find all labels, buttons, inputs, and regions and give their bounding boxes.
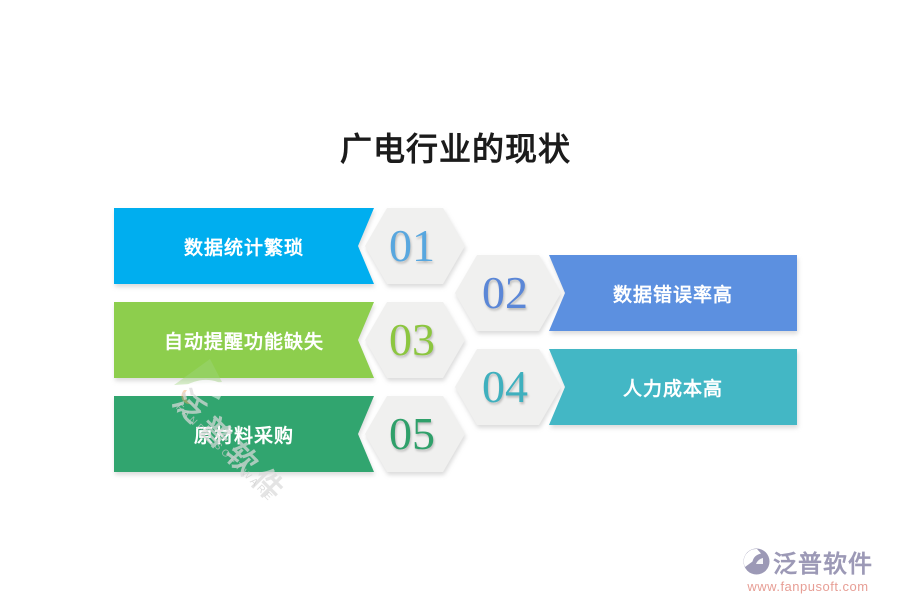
item-number: 03 [389,314,435,365]
item-number: 05 [389,408,435,459]
flow-item-2: 02 数据错误率高 [0,255,900,331]
item-label: 数据统计繁琐 [183,237,304,259]
flow-item-4: 04 人力成本高 [0,349,900,425]
item-label: 数据错误率高 [612,284,733,306]
fanpu-logo-icon [743,548,770,575]
item-banner-wrap: 原材料采购 [114,396,374,472]
item-number-badge: 04 [455,349,561,425]
item-banner: 自动提醒功能缺失 [114,302,374,378]
item-number-badge-wrap: 03 [365,302,465,378]
footer-brand-text: 泛普软件 [773,551,873,578]
item-number-badge: 05 [365,396,465,472]
footer-url-text: www.fanpusoft.com [747,579,869,594]
watermark-leaf-icon [174,359,226,405]
item-number: 01 [389,220,435,271]
page-title: 广电行业的现状 [339,131,571,167]
item-banner-wrap: 人力成本高 [549,349,797,425]
fanpu-footer-logo: 泛普软件 www.fanpusoft.com [728,544,888,594]
item-banner-wrap: 自动提醒功能缺失 [114,302,374,378]
flow-item-1: 数据统计繁琐 01 [0,208,900,284]
item-label: 自动提醒功能缺失 [163,331,324,353]
item-number-badge: 03 [365,302,465,378]
flow-item-3: 自动提醒功能缺失 03 [0,302,900,378]
flow-item-5: 原材料采购 05 [0,396,900,472]
item-label: 原材料采购 [193,425,294,447]
item-banner: 人力成本高 [549,349,797,425]
item-number-badge-wrap: 04 [455,349,561,425]
item-number-badge-wrap: 02 [455,255,561,331]
item-number: 02 [482,267,528,318]
item-banner: 原材料采购 [114,396,374,472]
item-label: 人力成本高 [622,378,723,400]
item-number: 04 [482,361,528,412]
item-banner: 数据统计繁琐 [114,208,374,284]
item-banner: 数据错误率高 [549,255,797,331]
item-banner-wrap: 数据统计繁琐 [114,208,374,284]
item-number-badge: 02 [455,255,561,331]
item-banner-wrap: 数据错误率高 [549,255,797,331]
item-number-badge-wrap: 01 [365,208,465,284]
item-number-badge: 01 [365,208,465,284]
item-number-badge-wrap: 05 [365,396,465,472]
